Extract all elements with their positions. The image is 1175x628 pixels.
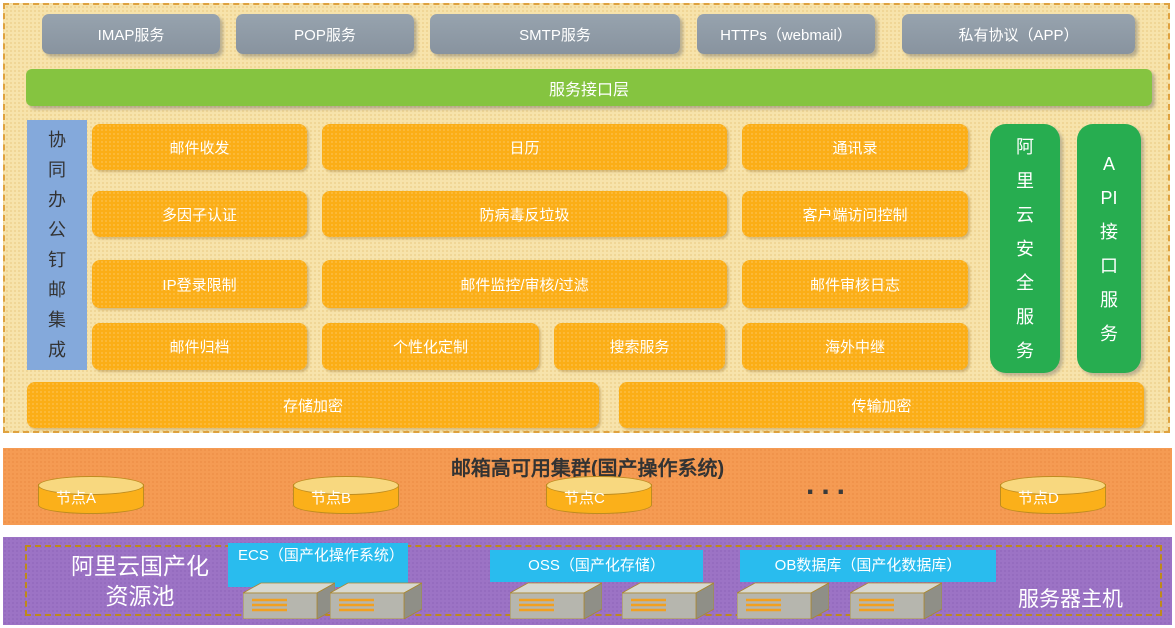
ha-cluster-band: 邮箱高可用集群(国产操作系统) 节点A 节点B 节点C ... 节点D [3,448,1172,525]
feature-ip-login-limit: IP登录限制 [92,260,307,308]
feature-mail-archive: 邮件归档 [92,323,307,370]
resource-pool-label: 阿里云国产化 资源池 [71,553,209,609]
feature-antivirus-antispam: 防病毒反垃圾 [322,191,727,237]
resource-pool-band: 阿里云国产化 资源池 ECS（国产化操作系统） OSS（国产化存储） OB数据库… [3,537,1172,625]
node-b-label: 节点B [311,490,352,507]
protocol-box-imap: IMAP服务 [42,14,220,54]
feature-client-access-control: 客户端访问控制 [742,191,968,237]
server-host-label: 服务器主机 [1018,588,1123,611]
ob-database-service-box: OB数据库（国产化数据库） [740,550,996,582]
api-interface-service-column: A PI 接 口 服 务 [1077,124,1141,373]
feature-search-service: 搜索服务 [554,323,725,370]
service-layer-band: IMAP服务 POP服务 SMTP服务 HTTPs（webmail） 私有协议（… [3,3,1170,433]
feature-mail-audit-log: 邮件审核日志 [742,260,968,308]
feature-contacts: 通讯录 [742,124,968,170]
collab-dingmail-column: 协 同 办 公 钉 邮 集 成 [27,120,87,370]
node-a-cylinder: 节点A [38,476,144,514]
server-icon [737,582,829,619]
server-icon [510,582,602,619]
server-icon [243,582,335,619]
protocol-box-pop: POP服务 [236,14,414,54]
node-d-cylinder: 节点D [1000,476,1106,514]
feature-overseas-relay: 海外中继 [742,323,968,370]
more-nodes-ellipsis: ... [806,468,853,501]
server-icon [330,582,422,619]
cluster-title: 邮箱高可用集群(国产操作系统) [450,458,725,480]
node-d-label: 节点D [1018,490,1059,507]
feature-mail-send-receive: 邮件收发 [92,124,307,170]
protocol-box-webmail: HTTPs（webmail） [697,14,875,54]
oss-service-box: OSS（国产化存储） [490,550,703,582]
ecs-service-box: ECS（国产化操作系统） [228,543,408,587]
transport-encryption-box: 传输加密 [619,382,1144,428]
protocol-box-app: 私有协议（APP） [902,14,1135,54]
feature-mail-monitor-audit-filter: 邮件监控/审核/过滤 [322,260,727,308]
protocol-box-smtp: SMTP服务 [430,14,680,54]
feature-multi-factor-auth: 多因子认证 [92,191,307,237]
node-b-cylinder: 节点B [293,476,399,514]
storage-encryption-box: 存储加密 [27,382,599,428]
service-interface-layer-bar: 服务接口层 [26,69,1152,106]
node-c-label: 节点C [564,490,605,507]
feature-calendar: 日历 [322,124,727,170]
node-c-cylinder: 节点C [546,476,652,514]
feature-personalization: 个性化定制 [322,323,539,370]
server-icon [850,582,942,619]
server-icon [622,582,714,619]
resource-pool-dashed-border [25,545,1162,616]
aliyun-security-service-column: 阿 里 云 安 全 服 务 [990,124,1060,373]
node-a-label: 节点A [56,490,97,507]
